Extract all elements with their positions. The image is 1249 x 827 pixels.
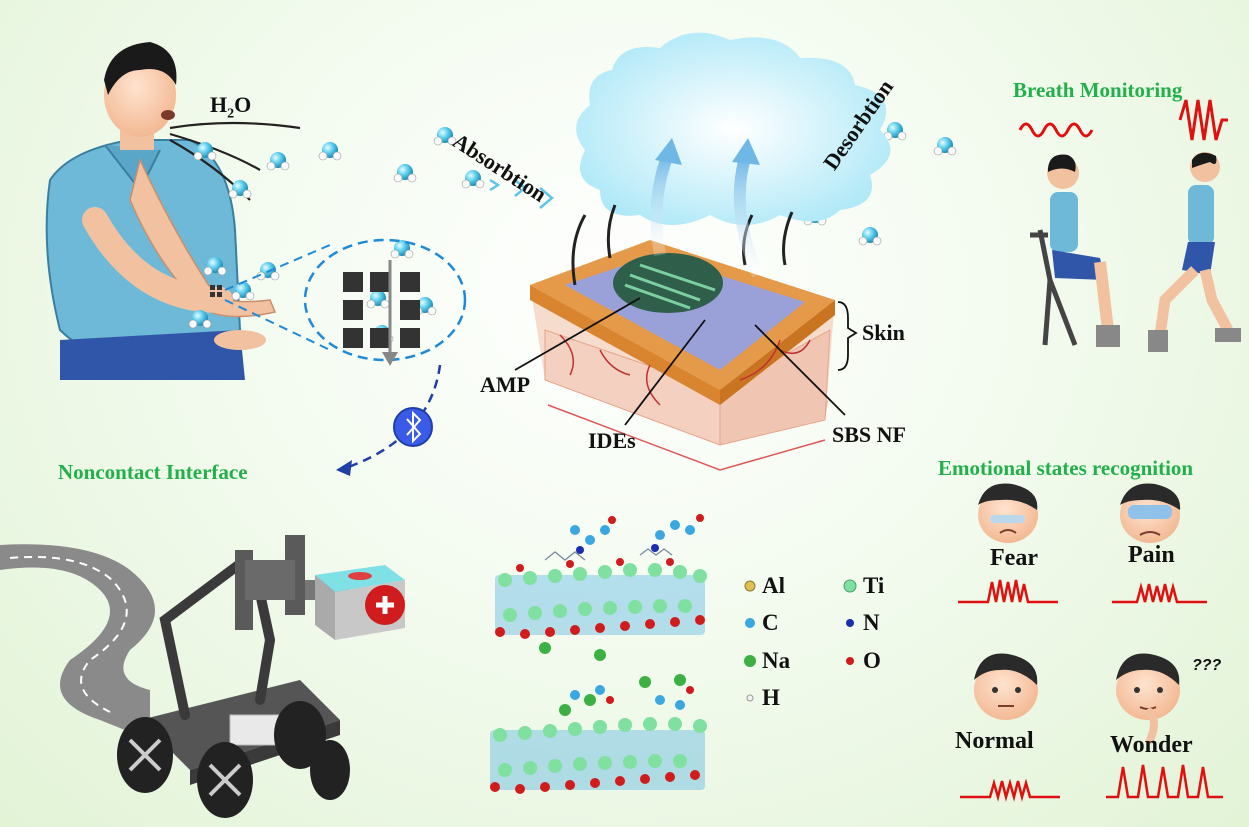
- legend-na: Na: [762, 648, 791, 673]
- bluetooth-link: [336, 364, 442, 476]
- emotion-face-wonder: [1116, 653, 1180, 744]
- emotion-label-wonder: Wonder: [1110, 732, 1193, 758]
- water-formula-label: H2O: [210, 92, 252, 122]
- normal-signal: [960, 778, 1060, 802]
- fear-signal: [958, 579, 1058, 604]
- atom-legend-dots: [744, 579, 857, 702]
- amp-label: AMP: [480, 372, 531, 397]
- emotion-label-normal: Normal: [955, 728, 1034, 754]
- running-person-illustration: [1148, 152, 1241, 352]
- ides-label: IDEs: [588, 428, 636, 453]
- legend-o: O: [863, 648, 881, 673]
- wonder-signal: [1106, 764, 1223, 799]
- breath-signals: [1018, 99, 1228, 141]
- seated-person-illustration: [1030, 154, 1120, 347]
- emotion-signals: [958, 579, 1223, 802]
- legend-h: H: [762, 685, 780, 710]
- skin-label: Skin: [862, 320, 905, 345]
- emotion-recognition-title: Emotional states recognition: [938, 456, 1194, 480]
- person-illustration: [45, 42, 277, 380]
- emotion-face-fear: [978, 483, 1038, 543]
- wonder-thought-text: ???: [1192, 657, 1222, 674]
- skin-sensor-block: [530, 138, 835, 471]
- device-callouts: [514, 297, 858, 426]
- road-illustration: [0, 544, 155, 740]
- moisture-cloud: [576, 32, 891, 225]
- mxene-structure-bottom: [490, 674, 707, 794]
- pain-signal: [1112, 582, 1207, 604]
- legend-al: Al: [762, 573, 785, 598]
- emotion-label-pain: Pain: [1128, 542, 1175, 568]
- legend-c: C: [762, 610, 779, 635]
- legend-n: N: [863, 610, 880, 635]
- emotion-face-normal: [974, 653, 1038, 720]
- robot-car-illustration: [117, 535, 350, 818]
- magnified-sensor-view: [210, 238, 467, 366]
- emotion-face-pain: [1120, 483, 1181, 543]
- legend-ti: Ti: [863, 573, 885, 598]
- mxene-structure-top: [495, 514, 707, 661]
- emotion-label-fear: Fear: [990, 545, 1038, 571]
- sbs-nf-label: SBS NF: [832, 422, 906, 447]
- first-aid-box: [315, 565, 405, 640]
- noncontact-interface-title: Noncontact Interface: [58, 460, 248, 484]
- breath-monitoring-title: Breath Monitoring: [1013, 78, 1183, 102]
